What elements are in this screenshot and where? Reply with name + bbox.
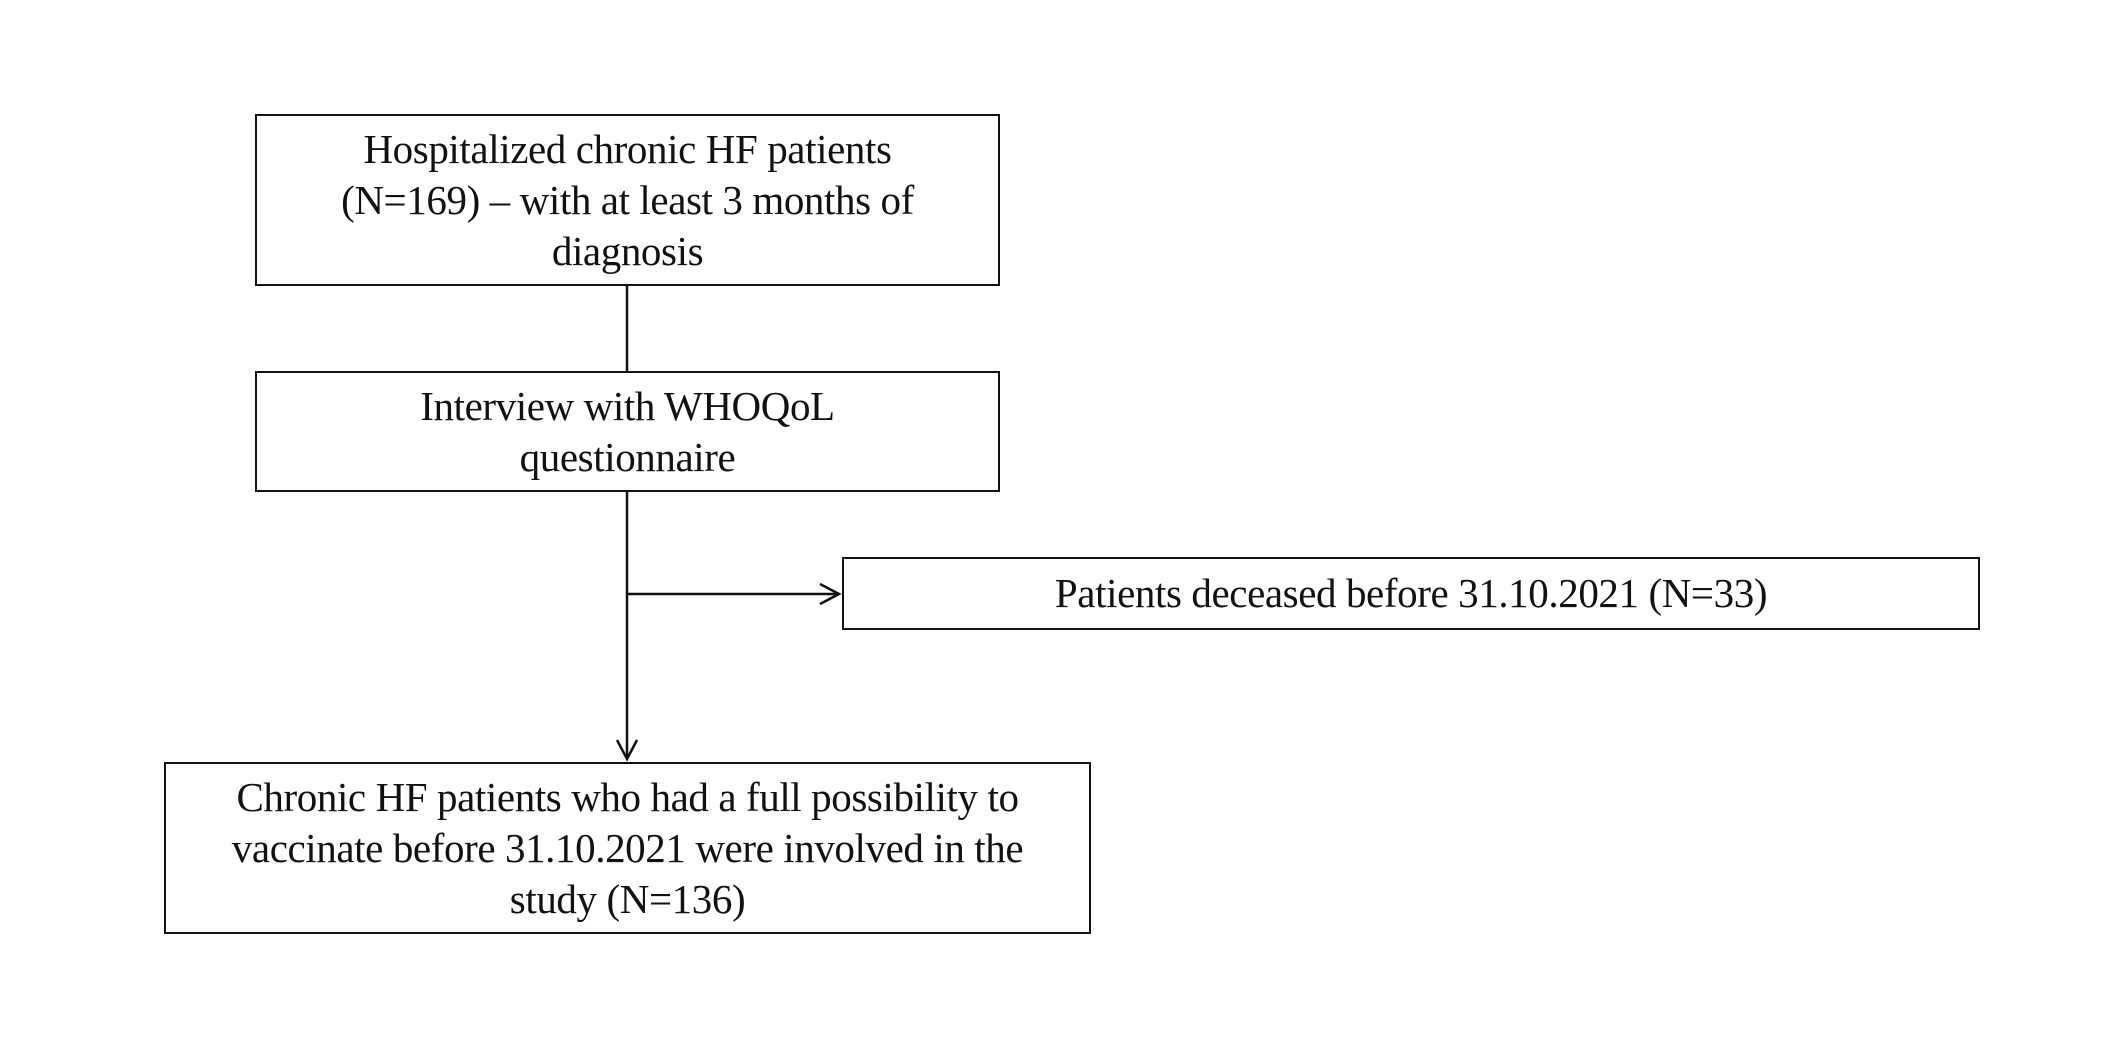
box-excluded-text: Patients deceased before 31.10.2021 (N=3… bbox=[1054, 570, 1768, 616]
arrowhead-right-icon bbox=[819, 582, 842, 606]
box-enrolled-text: Hospitalized chronic HF patients (N=169)… bbox=[341, 125, 914, 274]
box-included-text: Chronic HF patients who had a full possi… bbox=[231, 773, 1024, 922]
box-excluded-deceased: Patients deceased before 31.10.2021 (N=3… bbox=[842, 557, 1980, 630]
arrowhead-down-icon bbox=[615, 739, 639, 762]
box-interview-text: Interview with WHOQoL questionnaire bbox=[420, 382, 835, 480]
box-interview: Interview with WHOQoL questionnaire bbox=[255, 371, 1000, 492]
box-included-study: Chronic HF patients who had a full possi… bbox=[164, 762, 1091, 934]
box-enrolled-patients: Hospitalized chronic HF patients (N=169)… bbox=[255, 114, 1000, 286]
